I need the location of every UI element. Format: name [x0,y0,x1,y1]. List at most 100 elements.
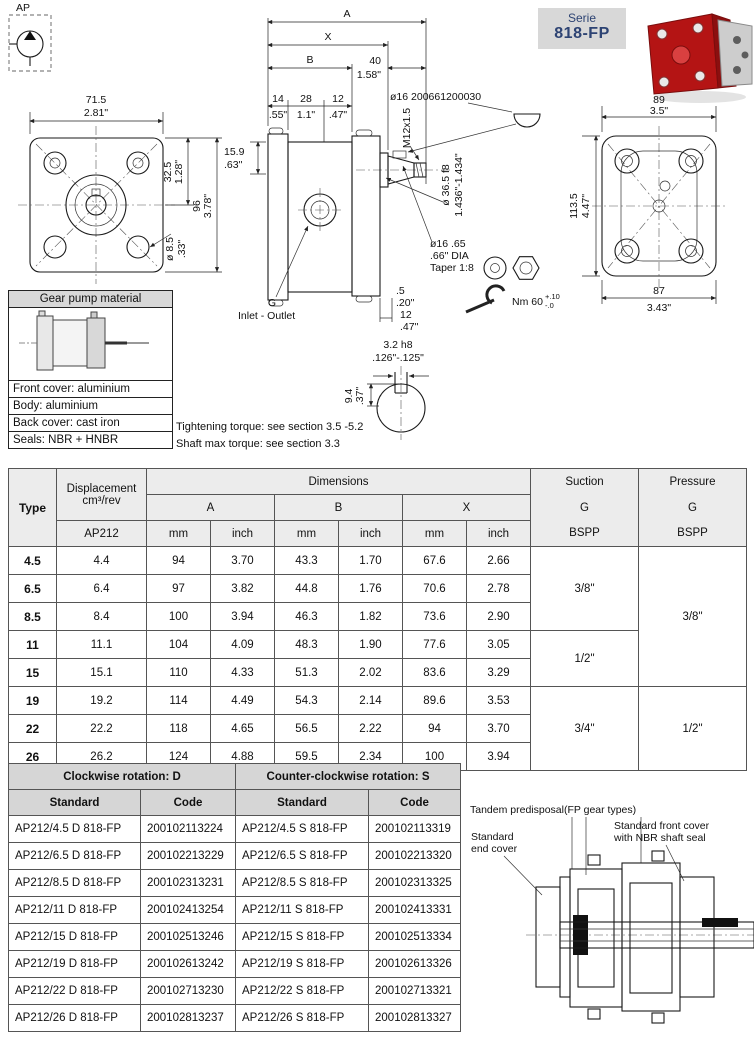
disp-cell: 6.4 [56,574,147,603]
dim-14-in: .55" [269,109,288,121]
x-in-cell: 2.90 [465,602,532,631]
serie-value: 818-FP [554,25,610,42]
rear-bolt [678,238,704,264]
codes-header-row: Clockwise rotation: D Counter-clockwise … [7,763,462,790]
note-tightening-torque: Tightening torque: see section 3.5 -5.2 [176,421,364,433]
woodruff-key-symbol [513,113,541,128]
standard-col-header: Standard [235,789,370,816]
shaft-dia-in: .66" DIA [430,250,469,262]
col-header-displacement: Displacement cm³/rev [56,468,147,521]
disp-cell: 4.4 [56,546,147,575]
serie-badge: Serie 818-FP [538,8,626,49]
col-header-type: Type [8,468,57,547]
bolt-hole [43,151,67,175]
drive-shaft [559,921,754,949]
disp-cell: 8.4 [56,602,147,631]
b-mm-cell: 43.3 [274,546,339,575]
x-mm-cell: 94 [402,714,467,743]
b-mm-cell: 54.3 [274,686,339,715]
rear-bolt-span-in: 3.43" [647,302,671,314]
cw-code-cell: 200102613242 [139,950,237,978]
shaft-bore [85,194,107,216]
b-mm-cell: 48.3 [274,630,339,659]
col-header-A: A [146,494,275,521]
pressure-bspp: BSPP [638,520,748,547]
disp-cell: 15.1 [56,658,147,687]
dim-X-label: X [324,31,331,43]
ccw-code-cell: 200102313325 [368,869,462,897]
ap-label: AP [16,2,30,14]
x-in-cell: 3.05 [465,630,532,659]
cw-rotation-header: Clockwise rotation: D [7,763,237,790]
technical-drawings: AP [8,2,753,440]
dim-28-mm: 28 [300,93,312,105]
cw-code-cell: 200102213229 [139,842,237,870]
x-in-cell: 2.78 [465,574,532,603]
cw-std-cell: AP212/26 D 818-FP [8,1004,141,1032]
end-cover-label-2: end cover [471,843,518,855]
cw-code-cell: 200102113224 [139,815,237,843]
ordering-codes-table: Clockwise rotation: D Counter-clockwise … [7,763,462,1032]
a-mm-cell: 97 [146,574,211,603]
end-cover-label-1: Standard [471,831,514,843]
x-in-cell: 3.29 [465,658,532,687]
a-in-cell: 4.65 [210,714,275,743]
pressure-G: G [638,494,748,521]
material-back-cover: Back cover: cast iron [9,415,172,432]
rear-cover-outline [620,150,698,262]
code-col-header: Code [139,789,237,816]
shaft-seal [573,915,588,955]
product-photo [647,13,753,103]
front-cover-label-2: with NBR shaft seal [613,832,706,844]
bolt-hole [126,235,150,259]
x-mm-cell: 70.6 [402,574,467,603]
suction-bspp: BSPP [530,520,640,547]
a-in-cell: 3.82 [210,574,275,603]
cw-code-cell: 200102713230 [139,977,237,1005]
dim-12-mm: 12 [332,93,344,105]
ccw-code-cell: 200102813327 [368,1004,462,1032]
cw-code-cell: 200102413254 [139,896,237,924]
a-in-cell: 4.49 [210,686,275,715]
a-mm-cell: 114 [146,686,211,715]
x-mm-cell: 77.6 [402,630,467,659]
x-mm-cell: 83.6 [402,658,467,687]
cw-code-cell: 200102813237 [139,1004,237,1032]
a-in-cell: 4.33 [210,658,275,687]
rear-width-in: 3.5" [650,105,669,117]
front-port-in: 1.28" [173,160,185,184]
x-in-cell: 2.66 [465,546,532,575]
port-function-label: Inlet - Outlet [238,310,295,322]
torque-tol-upper: +.10 [545,292,560,301]
cw-std-cell: AP212/8.5 D 818-FP [8,869,141,897]
shaft-dia-mm: ø16 .65 [430,238,466,250]
ccw-code-cell: 200102213320 [368,842,462,870]
suction-G: G [530,494,640,521]
front-width-in: 2.81" [84,107,108,119]
material-box: Gear pump material Front cover: aluminiu… [8,290,173,449]
a-in-cell: 3.70 [210,546,275,575]
front-hole-mm: ø 8.5 [164,237,176,261]
keyway [91,188,101,197]
code-col-header: Code [368,789,462,816]
header-row-2: A B X G G [9,494,748,521]
x-mm-cell: 89.6 [402,686,467,715]
bolt-hole [126,151,150,175]
col-header-pressure: Pressure [638,468,748,495]
key-depth-in: .37" [354,387,366,406]
ccw-std-cell: AP212/19 S 818-FP [235,950,370,978]
serie-label: Serie [567,11,596,25]
unit-mm: mm [274,520,339,547]
x-in-cell: 3.94 [465,742,532,771]
mini-body [52,319,88,367]
shaft-key-section [702,918,738,927]
x-in-cell: 3.70 [465,714,532,743]
b-in-cell: 2.14 [338,686,403,715]
tandem-end-cover [535,886,561,988]
